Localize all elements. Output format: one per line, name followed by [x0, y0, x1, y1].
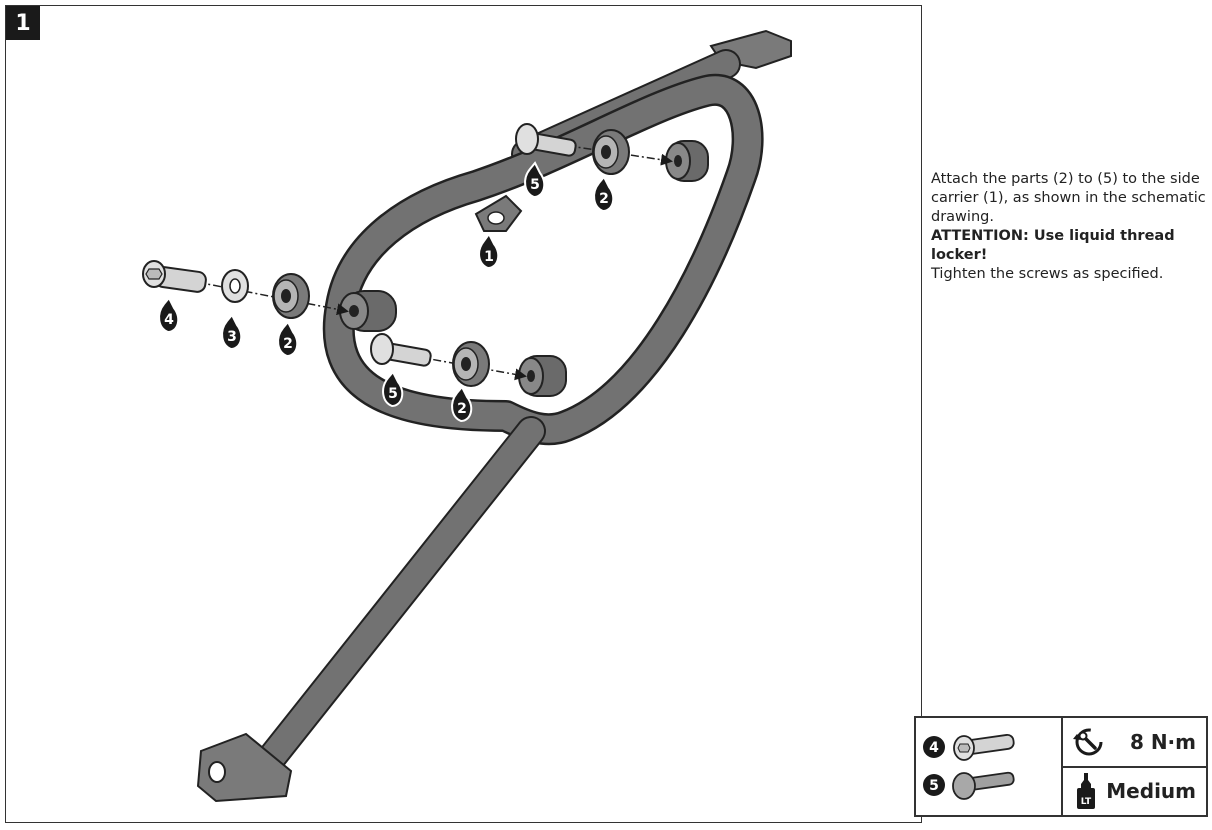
countersunk-screw-bottom: [370, 333, 432, 367]
torque-value: 8 N·m: [1129, 729, 1196, 754]
torque-wrench-icon: [1073, 728, 1103, 756]
torque-cell: 8 N·m: [1063, 718, 1206, 766]
lock-washer: [221, 269, 249, 303]
torque-spec-table: 4 5 8 N·m: [914, 716, 1208, 817]
callout-screw-bottom: 5: [382, 370, 404, 408]
socket-screw-icon: 4: [923, 733, 1015, 761]
rubber-bushing-bottom: [452, 341, 490, 387]
countersunk-screw-top: [515, 123, 577, 157]
thread-locker-bottle-icon: LT: [1077, 773, 1095, 810]
step-frame: 1 4 3 2 5 2 5 2 1: [5, 5, 922, 823]
thread-locker-cell: LT Medium: [1063, 765, 1206, 816]
callout-bushing-top: 2: [593, 175, 615, 213]
svg-text:2: 2: [457, 401, 467, 417]
svg-text:LT: LT: [1081, 797, 1092, 807]
svg-text:2: 2: [599, 191, 609, 207]
instruction-line-1: Attach the parts (2) to (5) to the side …: [931, 171, 1206, 225]
callout-carrier: 1: [478, 232, 500, 270]
step-number-badge: 1: [6, 6, 40, 40]
instruction-text: Attach the parts (2) to (5) to the side …: [931, 170, 1209, 284]
thread-locker-strength: Medium: [1106, 779, 1196, 804]
instruction-line-3: Tighten the screws as specified.: [931, 266, 1164, 282]
callout-screw-top: 5: [524, 161, 546, 199]
attention-warning: ATTENTION: Use liquid thread locker!: [931, 228, 1175, 263]
callout-bushing-bottom: 2: [451, 385, 473, 423]
callout-bushing-left: 2: [277, 320, 299, 358]
side-carrier: [196, 29, 792, 803]
svg-text:5: 5: [929, 778, 939, 794]
svg-text:5: 5: [530, 177, 540, 193]
rubber-bushing-left: [272, 273, 310, 319]
fastener-legend: 4 5: [916, 718, 1063, 815]
fastener-row-socket: 4: [920, 732, 1060, 762]
rubber-bushing-top: [592, 129, 630, 175]
svg-text:5: 5: [388, 386, 398, 402]
svg-text:4: 4: [929, 740, 939, 756]
svg-text:3: 3: [227, 329, 237, 345]
callout-screw-long: 4: [158, 296, 180, 334]
callout-washer: 3: [221, 313, 243, 351]
spec-values: 8 N·m LT Medium: [1063, 718, 1206, 815]
countersunk-screw-icon: 5: [923, 771, 1015, 800]
svg-text:1: 1: [484, 249, 494, 265]
assembly-drawing: 1 4 3 2 5 2 5 2: [142, 29, 792, 803]
fastener-row-countersunk: 5: [920, 770, 1060, 800]
socket-head-screw: [142, 260, 207, 293]
svg-text:4: 4: [164, 312, 174, 328]
svg-text:2: 2: [283, 336, 293, 352]
